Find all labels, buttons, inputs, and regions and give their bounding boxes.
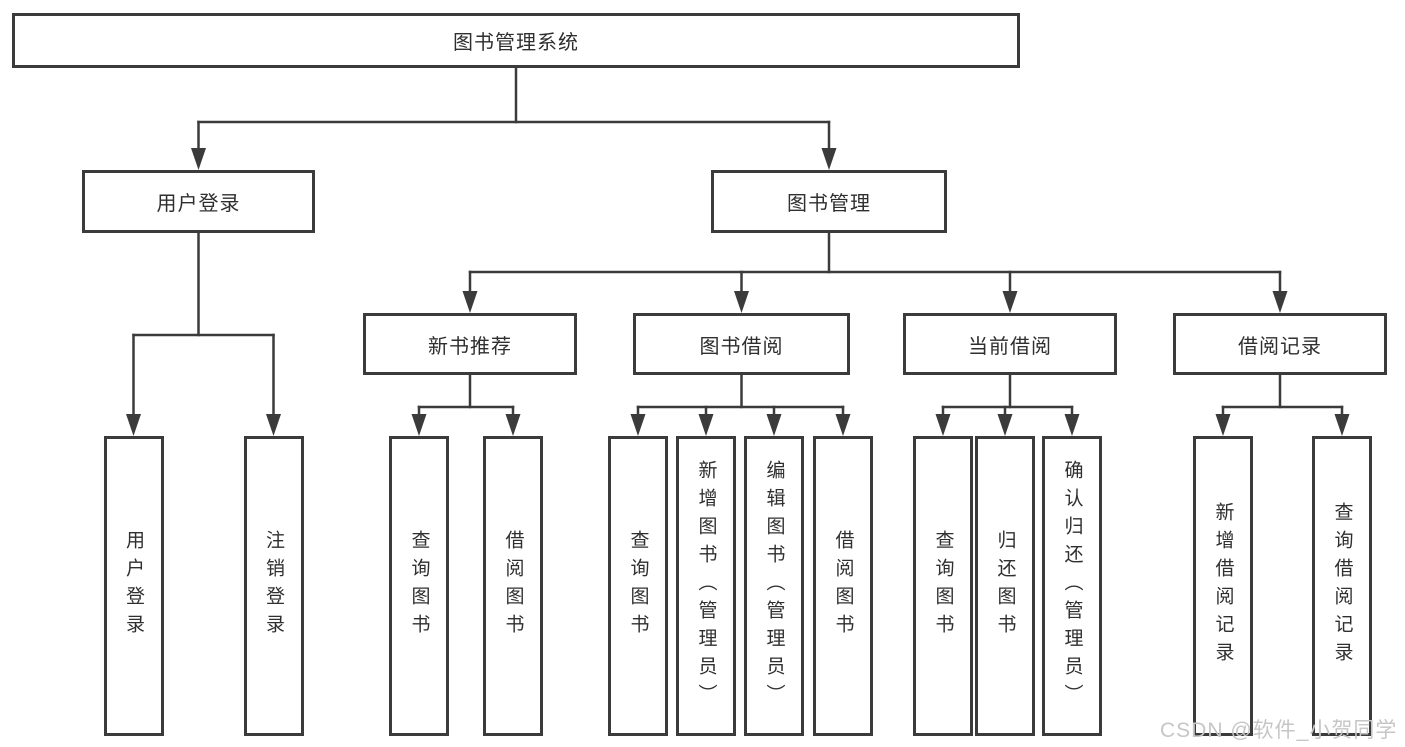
node-leaf-logout: 注销登录 [243,436,304,736]
node-leaf-user-login: 用户登录 [103,436,164,736]
node-leaf-confirm-return-admin: 确认归还（管理员） [1042,436,1102,736]
node-leaf-return-books: 归还图书 [975,436,1035,736]
node-leaf-add-books-admin: 新增图书（管理员） [676,436,736,736]
node-leaf-add-borrow-record: 新增借阅记录 [1193,436,1253,736]
node-current-borrowing: 当前借阅 [903,313,1117,375]
node-user-login: 用户登录 [82,170,315,233]
node-leaf-borrow-books-recommend: 借阅图书 [483,436,543,736]
node-leaf-edit-books-admin: 编辑图书（管理员） [744,436,804,736]
node-leaf-query-books-borrowing: 查询图书 [608,436,668,736]
node-book-borrowing: 图书借阅 [633,313,850,375]
node-leaf-query-books-recommend: 查询图书 [389,436,449,736]
csdn-watermark: CSDN @软件_小贺同学 [1160,719,1398,742]
node-leaf-query-books-current: 查询图书 [913,436,973,736]
node-leaf-borrow-books-borrowing: 借阅图书 [813,436,873,736]
node-new-book-recommendation: 新书推荐 [363,313,577,375]
node-leaf-query-borrow-record: 查询借阅记录 [1312,436,1372,736]
node-borrowing-records: 借阅记录 [1173,313,1387,375]
node-root: 图书管理系统 [12,13,1020,68]
node-book-management: 图书管理 [711,170,947,233]
